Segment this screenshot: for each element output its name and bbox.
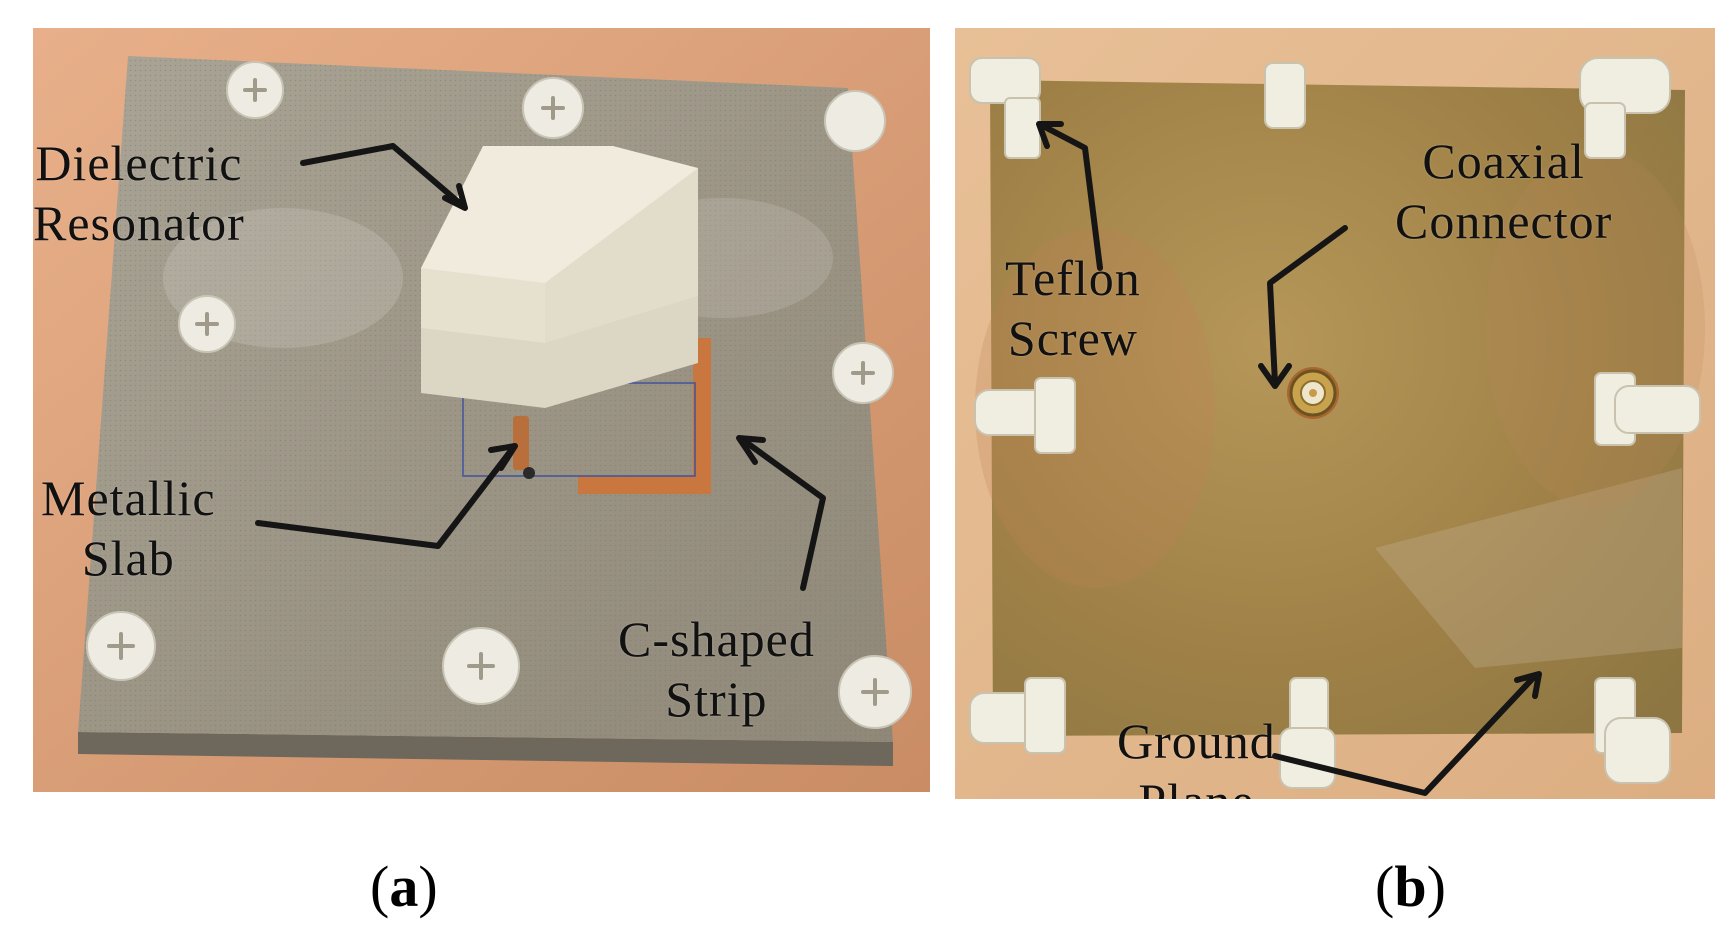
label-c-shaped-strip: C-shaped Strip xyxy=(618,611,815,727)
photo-panel-b: Coaxial Connector Teflon Screw Ground Pl… xyxy=(955,28,1715,799)
annotation-arrows xyxy=(1036,121,1542,796)
antenna-bottom-photo xyxy=(955,28,1715,799)
metallic-slab xyxy=(513,416,529,470)
caption-a: (a) xyxy=(370,854,438,919)
label-metallic-slab: Metallic Slab xyxy=(41,470,216,586)
resonator-side xyxy=(421,296,698,408)
label-coaxial-connector: Coaxial Connector xyxy=(1395,133,1613,249)
antenna-top-photo xyxy=(33,28,930,792)
ground-plane xyxy=(990,80,1685,736)
annotation-arrows xyxy=(255,143,826,591)
board-edge xyxy=(78,732,893,766)
caption-b: (b) xyxy=(1375,854,1446,919)
label-teflon-screw: Teflon Screw xyxy=(1005,250,1141,366)
photo-panel-a: Dielectric Resonator Metallic Slab C-sha… xyxy=(33,28,930,792)
label-ground-plane: Ground Plane xyxy=(1117,713,1276,799)
label-dielectric-resonator: Dielectric Resonator xyxy=(33,135,245,251)
